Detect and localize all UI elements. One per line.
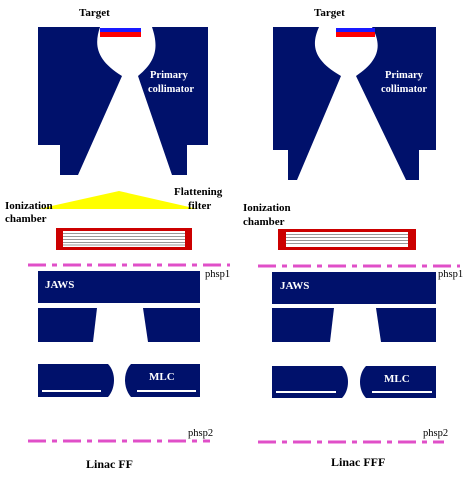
jaws-label-fff: JAWS [280, 280, 309, 292]
ionization-chamber-label-1: Ionization [5, 200, 53, 212]
phsp1-label-fff: phsp1 [438, 269, 463, 280]
jaws-lower-right-fff [376, 308, 436, 342]
mlc-left-leaf-fff [272, 366, 348, 398]
jaws-label: JAWS [45, 279, 74, 291]
target-blue-fff [336, 28, 375, 32]
phsp2-label-fff: phsp2 [423, 428, 448, 439]
phsp1-label: phsp1 [205, 269, 230, 280]
jaws-upper-fff [272, 272, 436, 304]
primary-collimator-label-2-fff: collimator [381, 84, 427, 95]
primary-collimator-label-1-fff: Primary [385, 70, 424, 81]
mlc-right-leaf [125, 364, 200, 397]
primary-collimator-left-block-fff [273, 27, 341, 180]
phsp2-label: phsp2 [188, 428, 213, 439]
target-label-fff: Target [314, 7, 345, 19]
flattening-filter-label-2: filter [188, 200, 211, 212]
flattening-filter-label-1: Flattening [174, 186, 223, 198]
linac-fff-panel: Target Primary collimator Ionization cha… [243, 7, 463, 469]
ionization-chamber-label-1-fff: Ionization [243, 202, 291, 214]
jaws-lower-right [143, 308, 200, 342]
jaws-lower-left [38, 308, 97, 342]
jaws-upper [38, 271, 200, 303]
target-red [100, 32, 141, 37]
primary-collimator-label-1: Primary [150, 70, 189, 81]
primary-collimator-right-block-fff [356, 27, 436, 180]
target-label: Target [79, 7, 110, 19]
jaws-lower-left-fff [272, 308, 334, 342]
primary-collimator-label-2: collimator [148, 84, 194, 95]
mlc-right-leaf-fff [360, 366, 436, 398]
primary-collimator-left-block [38, 27, 122, 175]
linac-fff-caption: Linac FFF [331, 455, 385, 469]
ionization-chamber-label-2: chamber [5, 213, 47, 225]
mlc-label: MLC [149, 371, 175, 383]
primary-collimator-right-block [138, 27, 208, 175]
flattening-filter [38, 191, 198, 209]
target-red-fff [336, 32, 375, 37]
ionization-chamber-label-2-fff: chamber [243, 216, 285, 228]
target-blue [100, 28, 141, 32]
mlc-label-fff: MLC [384, 373, 410, 385]
mlc-left-leaf [38, 364, 114, 397]
linac-ff-caption: Linac FF [86, 457, 133, 471]
linac-ff-panel: Target Primary collimator Flattening fil… [5, 7, 230, 471]
